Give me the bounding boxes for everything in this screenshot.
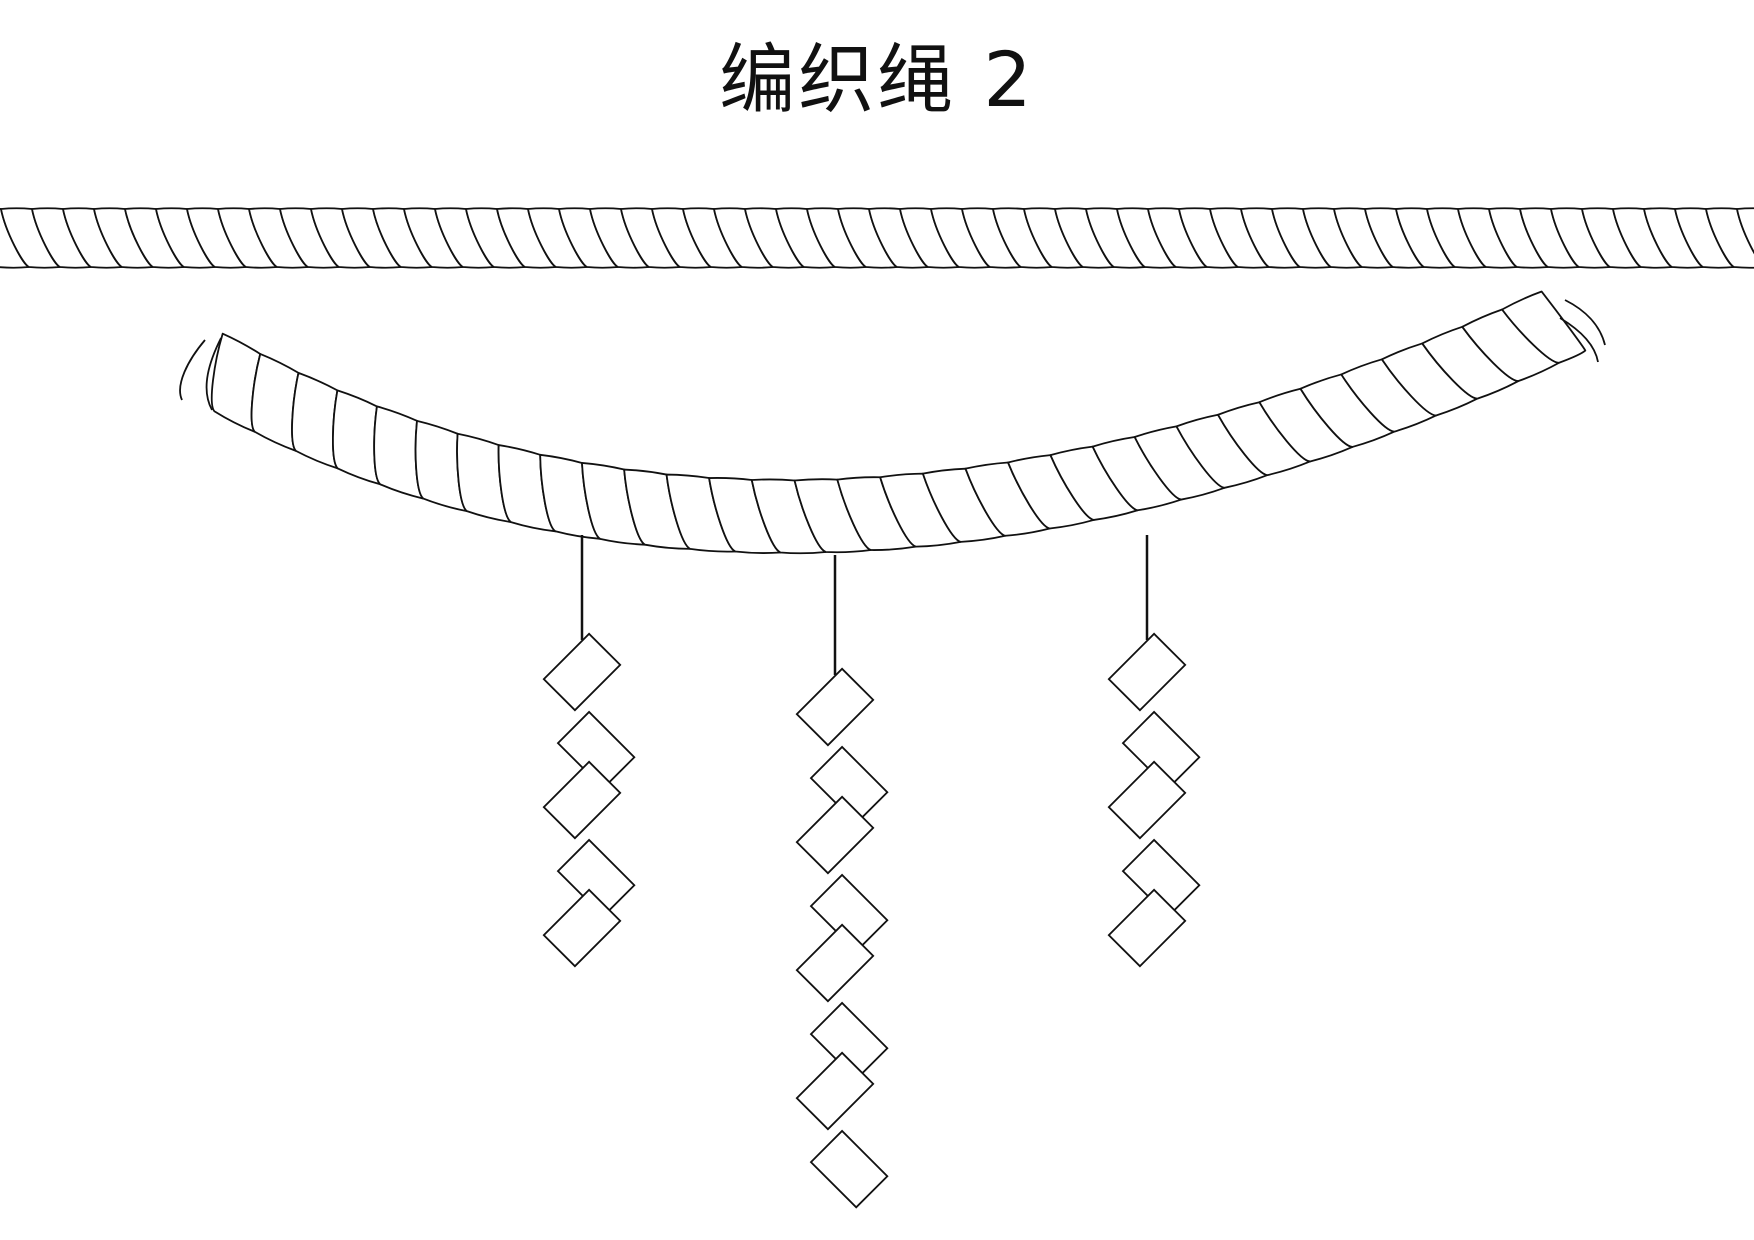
- sagging-twisted-rope: [179, 290, 1606, 555]
- shide-center: [795, 555, 889, 1209]
- shide-left: [542, 535, 636, 968]
- hanging-braids: [542, 535, 1201, 1209]
- straight-twisted-rope: [0, 207, 1754, 269]
- shide-right: [1107, 535, 1201, 968]
- page-title: 编织绳 2: [719, 35, 1035, 124]
